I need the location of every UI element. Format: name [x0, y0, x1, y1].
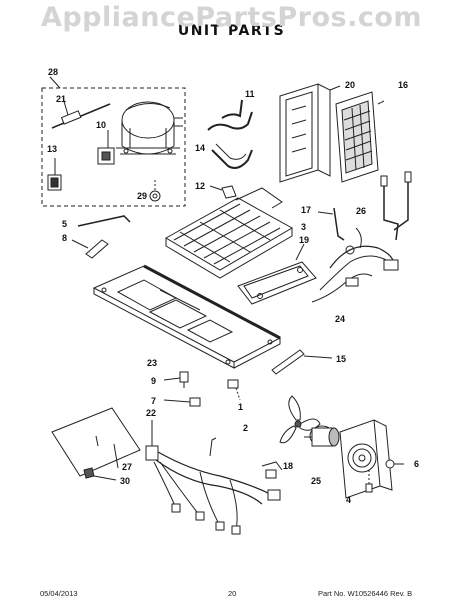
callout-23: 23	[147, 358, 158, 368]
callout-29: 29	[137, 191, 148, 201]
part-20-condenser-shroud	[279, 83, 341, 183]
callout-9: 9	[151, 376, 157, 386]
footer-part-number: Part No. W10526446 Rev. B	[318, 589, 413, 598]
callout-28: 28	[48, 67, 59, 77]
callout-16: 16	[398, 80, 409, 90]
callout-19: 19	[299, 235, 310, 245]
part-16-condenser-coil	[335, 91, 385, 183]
callout-25: 25	[311, 476, 322, 486]
callout-11: 11	[245, 89, 255, 99]
callout-4: 4	[346, 495, 352, 505]
callout-22: 22	[146, 408, 157, 418]
part-5-rod	[77, 215, 131, 227]
part-21-tube-assembly	[51, 97, 111, 129]
part-17-clip	[317, 207, 345, 241]
callout-30: 30	[120, 476, 131, 486]
callout-1: 1	[238, 402, 244, 412]
callout-21: 21	[56, 94, 67, 104]
part-12-clip	[209, 185, 237, 199]
part-relay-block	[97, 130, 115, 165]
callout-6: 6	[414, 459, 420, 469]
part-19-drain-pan	[237, 243, 317, 305]
callout-7: 7	[151, 396, 157, 406]
part-14-tube	[211, 143, 253, 169]
part-22-wire-harness	[145, 420, 283, 535]
part-26-tubes	[380, 171, 412, 241]
part-3-evaporator	[164, 187, 294, 279]
part-18-fan-motor	[304, 425, 340, 447]
compressor-group-box	[41, 87, 186, 207]
part-1-fitting	[227, 379, 241, 401]
part-23-base-plate	[92, 264, 282, 369]
part-24-wire-harness	[311, 227, 399, 303]
part-29-grommet	[149, 180, 161, 202]
callout-10: 10	[96, 120, 107, 130]
part-10-compressor	[116, 101, 183, 155]
watermark: AppliancePartsPros.com	[40, 2, 423, 33]
footer-page-number: 20	[228, 589, 237, 598]
part-4-screw	[365, 470, 373, 493]
part-9-screw	[163, 371, 189, 388]
callout-20: 20	[345, 80, 356, 90]
part-8-cylinder	[71, 239, 109, 259]
part-2-fan-blade	[279, 395, 321, 444]
callout-17: 17	[301, 205, 312, 215]
callout-15: 15	[336, 354, 347, 364]
footer-date: 05/04/2013	[40, 589, 78, 598]
part-27-insulation-sheet	[51, 407, 141, 477]
part-13-overload	[47, 158, 62, 191]
page-title: UNIT PARTS	[177, 23, 286, 39]
callout-18: 18	[283, 461, 294, 471]
callout-2: 2	[243, 423, 249, 433]
callout-3: 3	[301, 222, 307, 232]
part-15-rod	[271, 349, 333, 375]
callout-24: 24	[335, 314, 346, 324]
callout-8: 8	[62, 233, 68, 243]
callout-13: 13	[47, 144, 58, 154]
callout-5: 5	[62, 219, 68, 229]
callout-27: 27	[122, 462, 133, 472]
callout-12: 12	[195, 181, 206, 191]
part-11-tube	[207, 99, 253, 131]
part-25-fan-shroud	[339, 419, 393, 499]
part-7-plug	[163, 397, 201, 407]
part-30-screw	[83, 467, 117, 481]
callout-26: 26	[356, 206, 367, 216]
callout-14: 14	[195, 143, 206, 153]
part-6-screw	[385, 459, 404, 469]
